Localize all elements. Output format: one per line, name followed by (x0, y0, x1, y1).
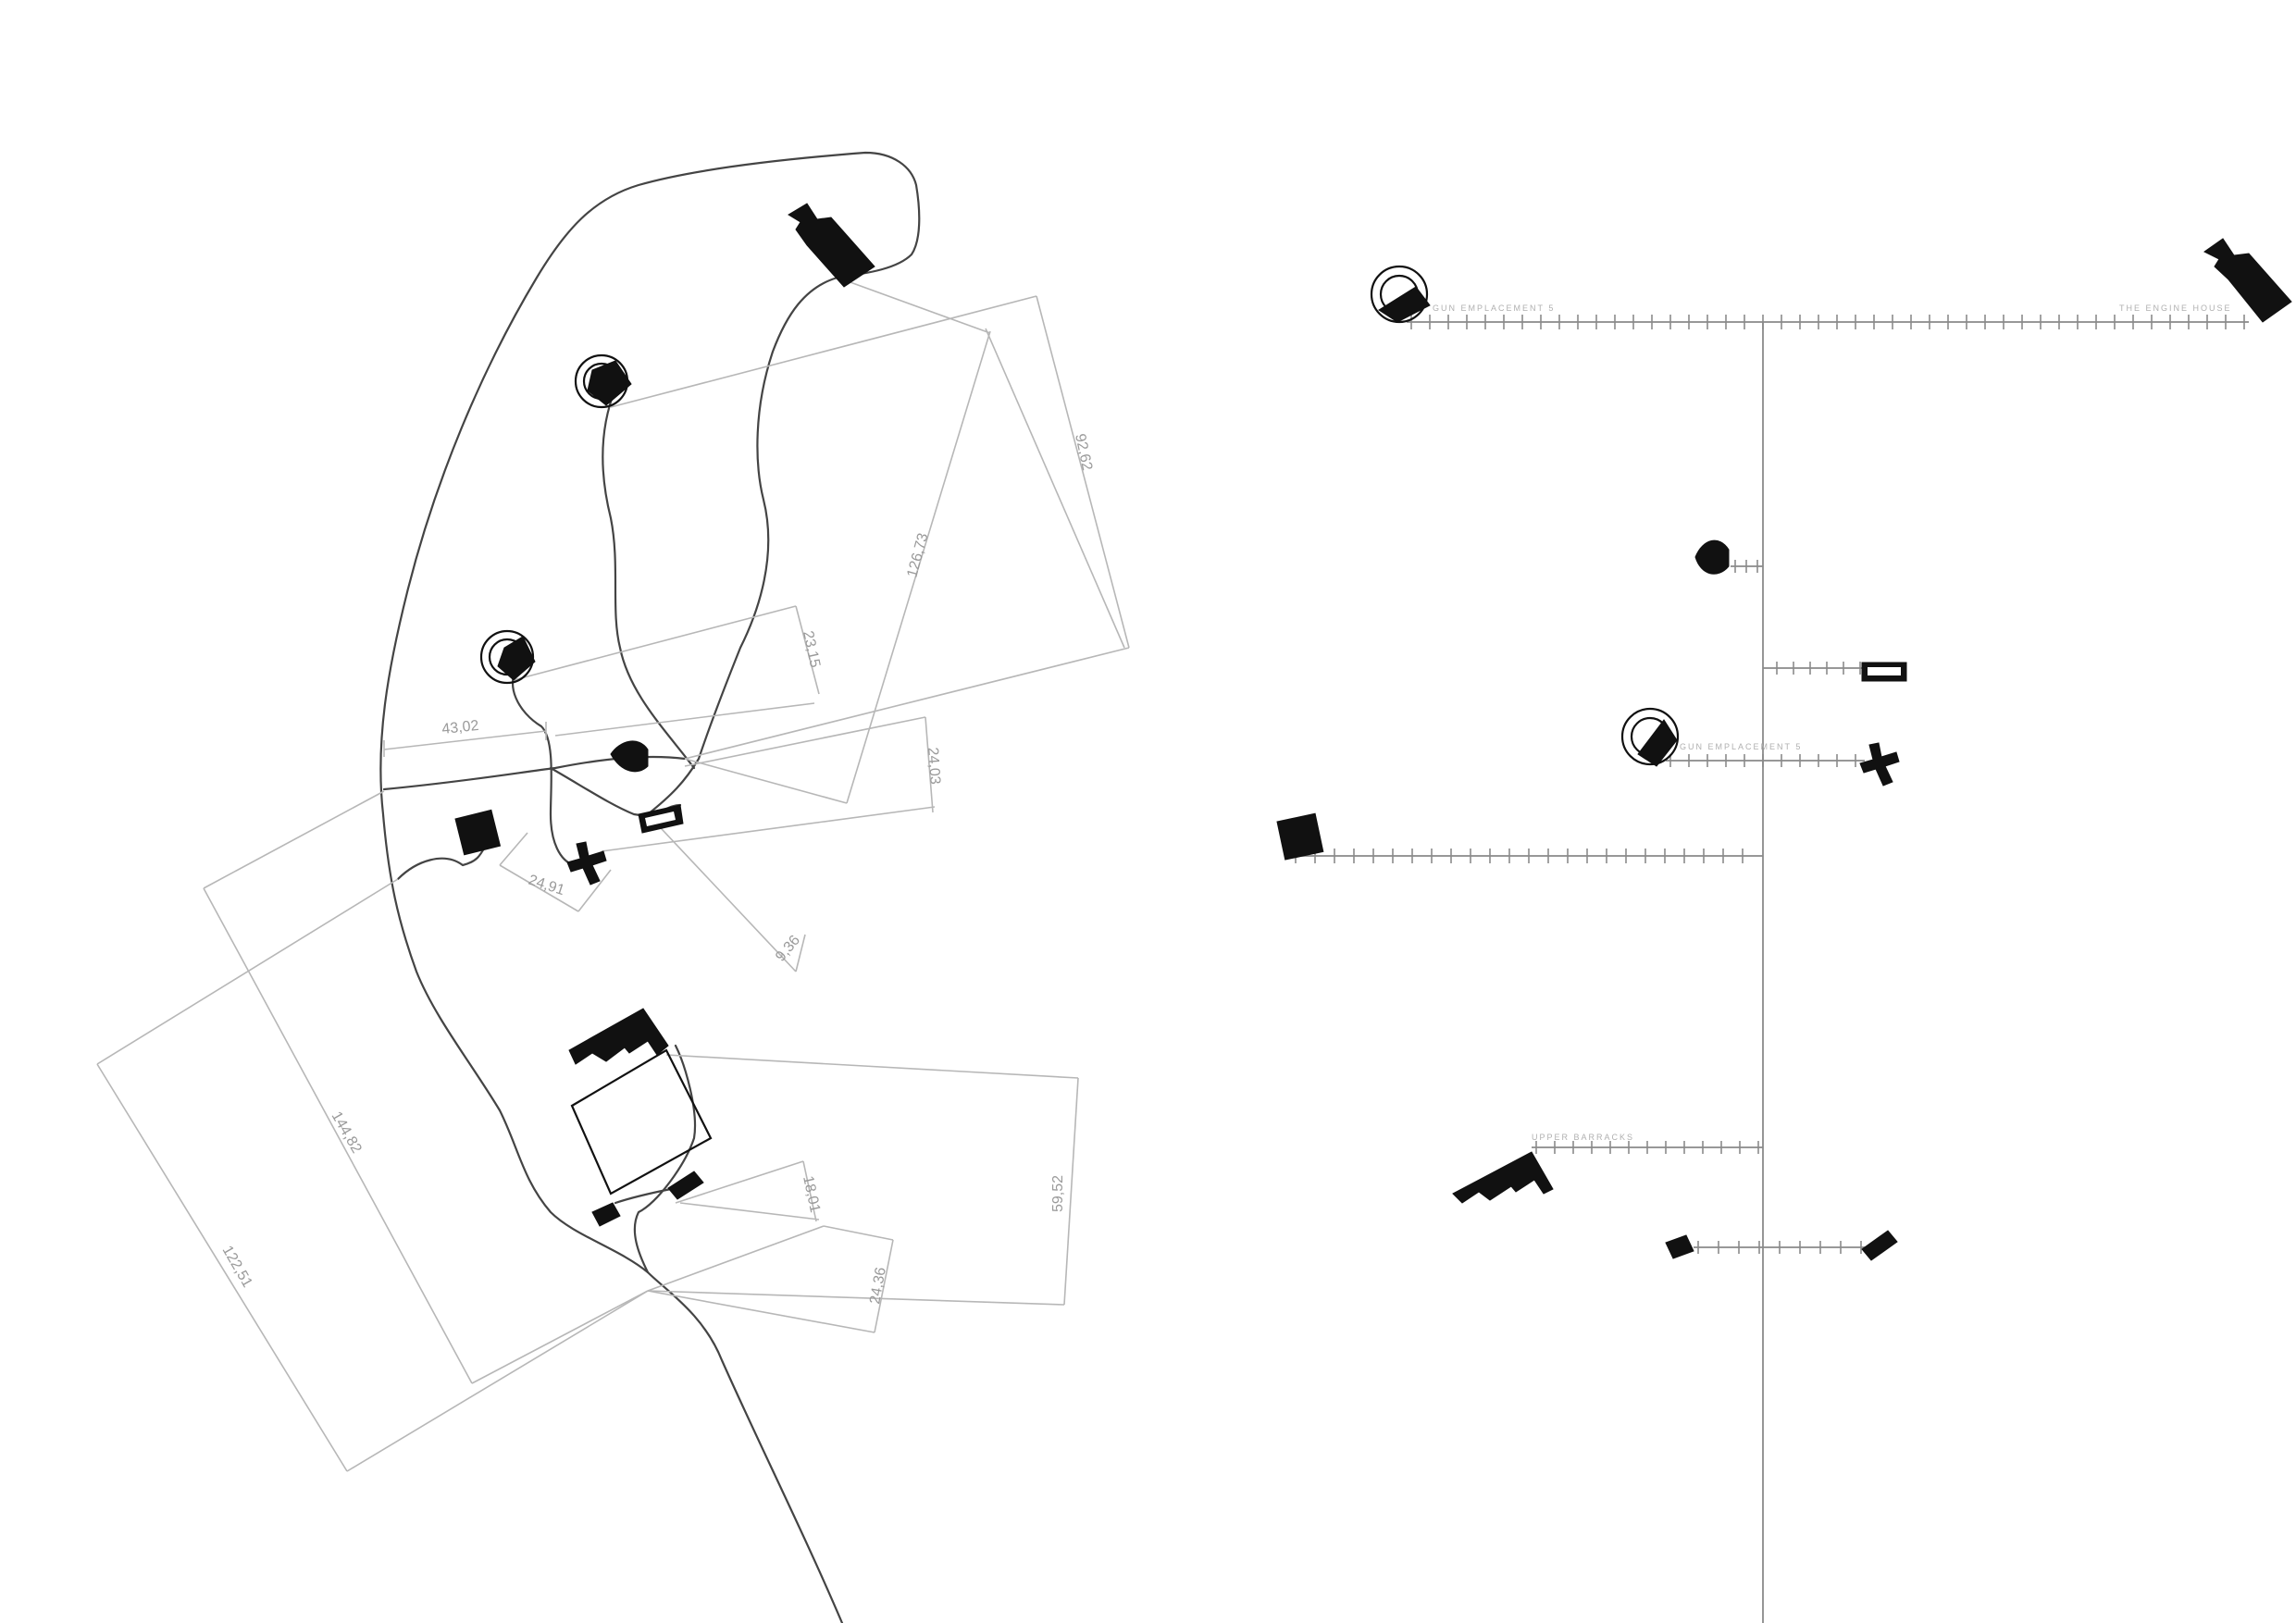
dim-label-43-02: 43,02 (441, 718, 480, 737)
engine-house-building (788, 203, 875, 288)
dimension-lines (96, 277, 1130, 1472)
path-to-barracks (633, 1044, 696, 1274)
dim-label-92-62: 92,62 (1072, 432, 1095, 472)
branch-store-ticks (1295, 849, 1744, 863)
branch-small-buildings-ticks (1697, 1241, 1862, 1254)
label-gun-emplacement-top: GUN EMPLACEMENT 5 (1433, 304, 1555, 313)
small-building-west (591, 1202, 621, 1227)
magazine-building (610, 740, 649, 773)
label-engine-house: THE ENGINE HOUSE (2119, 304, 2232, 313)
branch-magazine-ticks (1734, 560, 1758, 573)
gun-emplacement-top-icon (1370, 265, 1431, 324)
small-building-west-icon (1665, 1234, 1694, 1259)
path-to-box (549, 766, 682, 817)
magazine-icon (1694, 539, 1730, 575)
dim-label-126-73: 126,73 (904, 531, 931, 579)
cross-icon (1859, 742, 1900, 787)
axis-top-ticks (1410, 315, 2245, 329)
store-icon (1276, 812, 1324, 861)
dim-label-122-51: 122,51 (219, 1244, 255, 1291)
barracks-yard-outline (570, 1048, 713, 1196)
store-building (454, 809, 502, 856)
path-small-bldg (614, 1187, 673, 1205)
dim-label-24-91: 24,91 (527, 873, 566, 899)
path-gun-north (602, 387, 696, 770)
branch-barracks-ticks (1535, 1141, 1759, 1154)
label-gun-emplacement-mid: GUN EMPLACEMENT 5 (1680, 742, 1802, 751)
cross-building (566, 841, 607, 886)
island-perimeter-path (379, 151, 921, 1623)
dim-label-18-01: 18,01 (800, 1174, 823, 1214)
small-box-icon (1861, 662, 1907, 682)
distance-diagram: GUN EMPLACEMENT 5 THE ENGINE HOUSE GUN E… (1276, 238, 2292, 1623)
dim-label-144-82: 144,82 (329, 1109, 365, 1157)
upper-barracks-building (568, 1008, 669, 1065)
gun-emplacement-south (479, 629, 536, 685)
small-building-east-icon (1861, 1230, 1898, 1261)
path-gun-south (511, 664, 576, 867)
gun-emplacement-mid-icon (1620, 707, 1680, 767)
dim-label-24-03: 24,03 (925, 747, 943, 785)
dim-label-23-15: 23,15 (800, 629, 823, 669)
small-building-east (667, 1171, 704, 1200)
engine-house-icon (2203, 238, 2292, 323)
dim-label-59-52: 59,52 (1050, 1175, 1066, 1212)
dim-label-24-36: 24,36 (867, 1266, 889, 1305)
label-upper-barracks: UPPER BARRACKS (1532, 1133, 1634, 1142)
upper-barracks-icon (1452, 1151, 1554, 1204)
small-box-building (638, 804, 684, 834)
site-plan: 92,62 126,73 23,15 43,02 24,03 24,91 9,3… (96, 151, 1130, 1623)
gun-emplacement-north (574, 353, 632, 409)
branch-box-ticks (1776, 662, 1861, 675)
